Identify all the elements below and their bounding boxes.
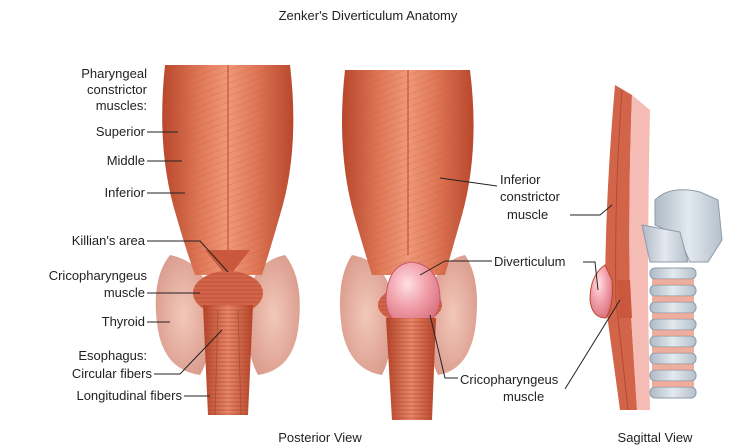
label-inferior-constrictor-2: constrictor: [500, 189, 560, 204]
label-pharyngeal-1: Pharyngeal: [20, 66, 147, 81]
label-cricopharyngeus-right-1: Cricopharyngeus: [460, 372, 558, 387]
label-pharyngeal-3: muscles:: [20, 98, 147, 113]
label-circular-fibers: Circular fibers: [10, 366, 152, 381]
label-superior: Superior: [20, 124, 145, 139]
posterior-view-right: [340, 70, 477, 420]
label-inferior-constrictor-3: muscle: [507, 207, 548, 222]
caption-posterior-view: Posterior View: [240, 430, 400, 445]
posterior-view-left: [156, 65, 300, 415]
label-middle: Middle: [20, 153, 145, 168]
diverticulum-sac: [590, 265, 612, 318]
label-inferior: Inferior: [20, 185, 145, 200]
label-killians-area: Killian's area: [20, 233, 145, 248]
label-thyroid: Thyroid: [20, 314, 145, 329]
label-cricopharyngeus-2: muscle: [10, 285, 145, 300]
label-inferior-constrictor-1: Inferior: [500, 172, 540, 187]
cricopharyngeus-bar: [617, 280, 632, 318]
sagittal-view: [590, 85, 722, 410]
label-diverticulum: Diverticulum: [494, 254, 566, 269]
label-esophagus: Esophagus:: [10, 348, 147, 363]
label-longitudinal-fibers: Longitudinal fibers: [10, 388, 182, 403]
label-cricopharyngeus-right-2: muscle: [503, 389, 544, 404]
label-pharyngeal-2: constrictor: [20, 82, 147, 97]
caption-sagittal-view: Sagittal View: [590, 430, 720, 445]
figure-title: Zenker's Diverticulum Anatomy: [0, 8, 736, 23]
label-cricopharyngeus-1: Cricopharyngeus: [10, 268, 147, 283]
diverticulum-pouch: [386, 262, 440, 325]
